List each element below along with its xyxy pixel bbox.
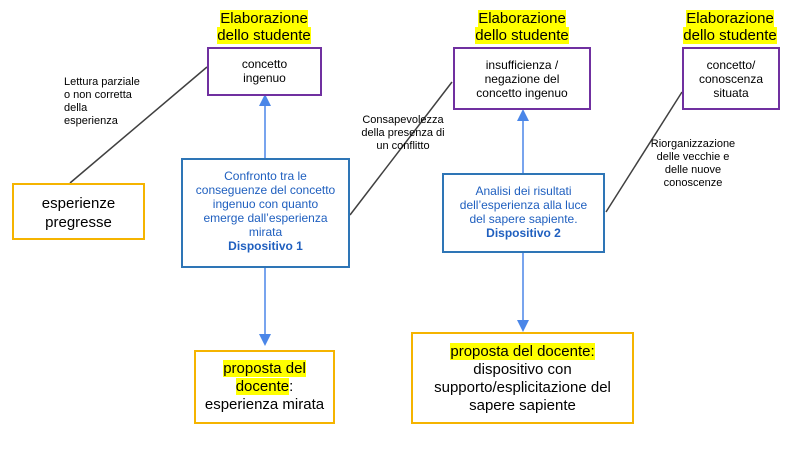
riorganizzazione-line1: Riorganizzazione	[650, 138, 736, 150]
concetto-ingenuo-line1: concetto	[241, 57, 288, 71]
esperienze-line1: esperienze	[41, 195, 116, 212]
consapevolezza-line3: un conflitto	[376, 140, 430, 152]
header-1-line1: Elaborazione	[220, 10, 308, 27]
box-dispositivo-1: Confronto tra le conseguenze del concett…	[181, 158, 350, 268]
header-elaborazione-3: Elaborazione dello studente	[678, 10, 782, 44]
header-3-line1: Elaborazione	[686, 10, 774, 27]
insufficienza-line2: negazione del	[484, 72, 560, 86]
consapevolezza-line2: della presenza di	[361, 127, 445, 139]
disp2-line3: del sapere sapiente.	[469, 212, 578, 226]
situata-line2: conoscenza	[698, 72, 764, 86]
header-elaborazione-2: Elaborazione dello studente	[470, 10, 574, 44]
disp1-line3: ingenuo con quanto	[212, 197, 319, 211]
box-esperienze-pregresse: esperienze pregresse	[12, 183, 145, 240]
header-1-line2: dello studente	[217, 27, 311, 44]
proposta1-rest: esperienza mirata	[204, 396, 325, 413]
riorganizzazione-line4: conoscenze	[663, 177, 723, 189]
line-disp1-to-insufficienza	[349, 81, 453, 216]
insufficienza-line3: concetto ingenuo	[476, 86, 568, 100]
lettura-line4: esperienza	[64, 115, 118, 127]
header-elaborazione-1: Elaborazione dello studente	[212, 10, 316, 44]
box-proposta-docente-1: proposta del docente: esperienza mirata	[194, 350, 335, 424]
disp1-line2: conseguenze del concetto	[195, 183, 336, 197]
proposta1-hl1: proposta del	[223, 360, 306, 377]
label-lettura-parziale: Lettura parziale o non corretta della es…	[64, 76, 174, 128]
box-concetto-ingenuo: concetto ingenuo	[207, 47, 322, 96]
lettura-line2: o non corretta	[64, 89, 132, 101]
situata-line1: concetto/	[706, 58, 756, 72]
line-esperienze-to-concetto	[69, 66, 208, 184]
disp2-line1: Analisi dei risultati	[475, 184, 572, 198]
disp1-line1: Confronto tra le	[224, 169, 307, 183]
concetto-ingenuo-line2: ingenuo	[243, 71, 286, 85]
lettura-line3: della	[64, 102, 88, 114]
line-disp2-to-situata	[605, 91, 683, 213]
box-concetto-situato: concetto/ conoscenza situata	[682, 47, 780, 110]
riorganizzazione-line3: delle nuove	[664, 164, 722, 176]
disp1-title: Dispositivo 1	[228, 239, 303, 253]
proposta1-colon: :	[289, 378, 294, 395]
box-proposta-docente-2: proposta del docente: dispositivo con su…	[411, 332, 634, 424]
disp2-title: Dispositivo 2	[486, 226, 561, 240]
proposta2-hl: proposta del docente:	[450, 343, 595, 360]
riorganizzazione-line2: delle vecchie e	[656, 151, 730, 163]
situata-line3: situata	[713, 86, 749, 100]
insufficienza-line1: insufficienza /	[485, 58, 559, 72]
esperienze-line2: pregresse	[45, 214, 112, 231]
disp1-line4: emerge dall’esperienza	[203, 211, 328, 225]
header-2-line2: dello studente	[475, 27, 569, 44]
proposta2-line1: dispositivo con	[473, 361, 572, 378]
disp1-line5: mirata	[248, 225, 283, 239]
header-2-line1: Elaborazione	[478, 10, 566, 27]
proposta2-line2: supporto/esplicitazione del	[434, 379, 611, 396]
box-dispositivo-2: Analisi dei risultati dell’esperienza al…	[442, 173, 605, 253]
disp2-line2: dell’esperienza alla luce	[459, 198, 588, 212]
proposta2-line3: sapere sapiente	[469, 397, 576, 414]
label-consapevolezza: Consapevolezza della presenza di un conf…	[348, 114, 458, 153]
proposta1-hl2: docente	[235, 378, 290, 395]
lettura-line1: Lettura parziale	[64, 76, 140, 88]
label-riorganizzazione: Riorganizzazione delle vecchie e delle n…	[638, 138, 748, 190]
box-insufficienza: insufficienza / negazione del concetto i…	[453, 47, 591, 110]
header-3-line2: dello studente	[683, 27, 777, 44]
consapevolezza-line1: Consapevolezza	[362, 114, 444, 126]
